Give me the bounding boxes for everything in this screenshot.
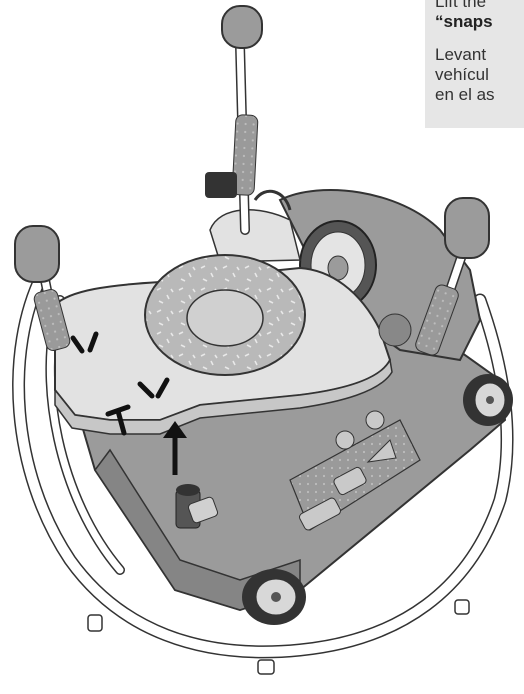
instruction-en-line1: Lift the: [425, 0, 524, 12]
instruction-callout: Lift the “snaps Levant vehícul en el as: [425, 0, 524, 128]
instruction-es-line2: vehícul: [425, 65, 524, 85]
instruction-es-line1: Levant: [425, 45, 524, 65]
instruction-es-line3: en el as: [425, 85, 524, 105]
instruction-en-bold: “snaps: [425, 12, 524, 32]
